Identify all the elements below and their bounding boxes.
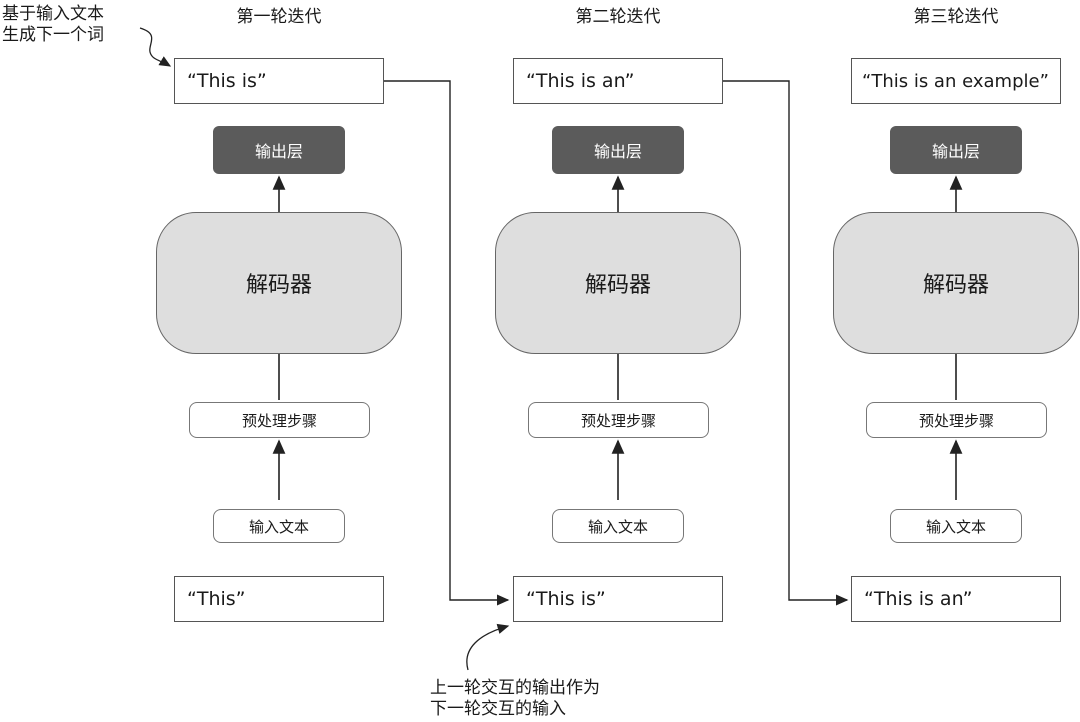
iteration-1-input-text: “This” <box>174 576 384 622</box>
iteration-2-preprocess: 预处理步骤 <box>528 402 709 438</box>
iteration-3-preprocess: 预处理步骤 <box>866 402 1047 438</box>
annotation-arrow-top <box>139 27 172 67</box>
iteration-2-decoder: 解码器 <box>495 212 741 354</box>
iteration-1-preprocess: 预处理步骤 <box>189 402 370 438</box>
iteration-1-decoder: 解码器 <box>156 212 402 354</box>
decoder-label: 解码器 <box>245 267 312 299</box>
annotation-line-1: 上一轮交互的输出作为 <box>430 678 600 698</box>
iteration-1-input-label: 输入文本 <box>213 509 345 543</box>
iteration-1-output-text: “This is” <box>174 58 384 104</box>
iteration-2-input-label: 输入文本 <box>552 509 684 543</box>
decoder-label: 解码器 <box>584 267 651 299</box>
annotation-line-1: 基于输入文本 <box>2 4 104 24</box>
iteration-3-decoder: 解码器 <box>833 212 1079 354</box>
iteration-3-input-text: “This is an” <box>851 576 1061 622</box>
iteration-3-output-layer: 输出层 <box>890 126 1022 174</box>
iteration-1-title: 第一轮迭代 <box>236 7 322 27</box>
annotation-arrow-bottom <box>466 623 510 671</box>
iteration-3-input-label: 输入文本 <box>890 509 1022 543</box>
feedback-arrow-2-to-3 <box>723 80 849 606</box>
iteration-2-output-text: “This is an” <box>513 58 723 104</box>
iteration-2-title: 第二轮迭代 <box>575 7 661 27</box>
annotation-line-2: 下一轮交互的输入 <box>430 699 566 719</box>
iteration-2-output-layer: 输出层 <box>552 126 684 174</box>
iteration-1-output-layer: 输出层 <box>213 126 345 174</box>
decoder-label: 解码器 <box>922 267 989 299</box>
annotation-line-2: 生成下一个词 <box>2 25 104 45</box>
iteration-3-output-text: “This is an example” <box>851 58 1061 104</box>
feedback-arrow-1-to-2 <box>384 80 510 606</box>
iteration-3-title: 第三轮迭代 <box>913 7 999 27</box>
annotation-feedback: 上一轮交互的输出作为 下一轮交互的输入 <box>430 678 600 720</box>
annotation-next-word: 基于输入文本 生成下一个词 <box>2 4 104 46</box>
iteration-2-input-text: “This is” <box>513 576 723 622</box>
